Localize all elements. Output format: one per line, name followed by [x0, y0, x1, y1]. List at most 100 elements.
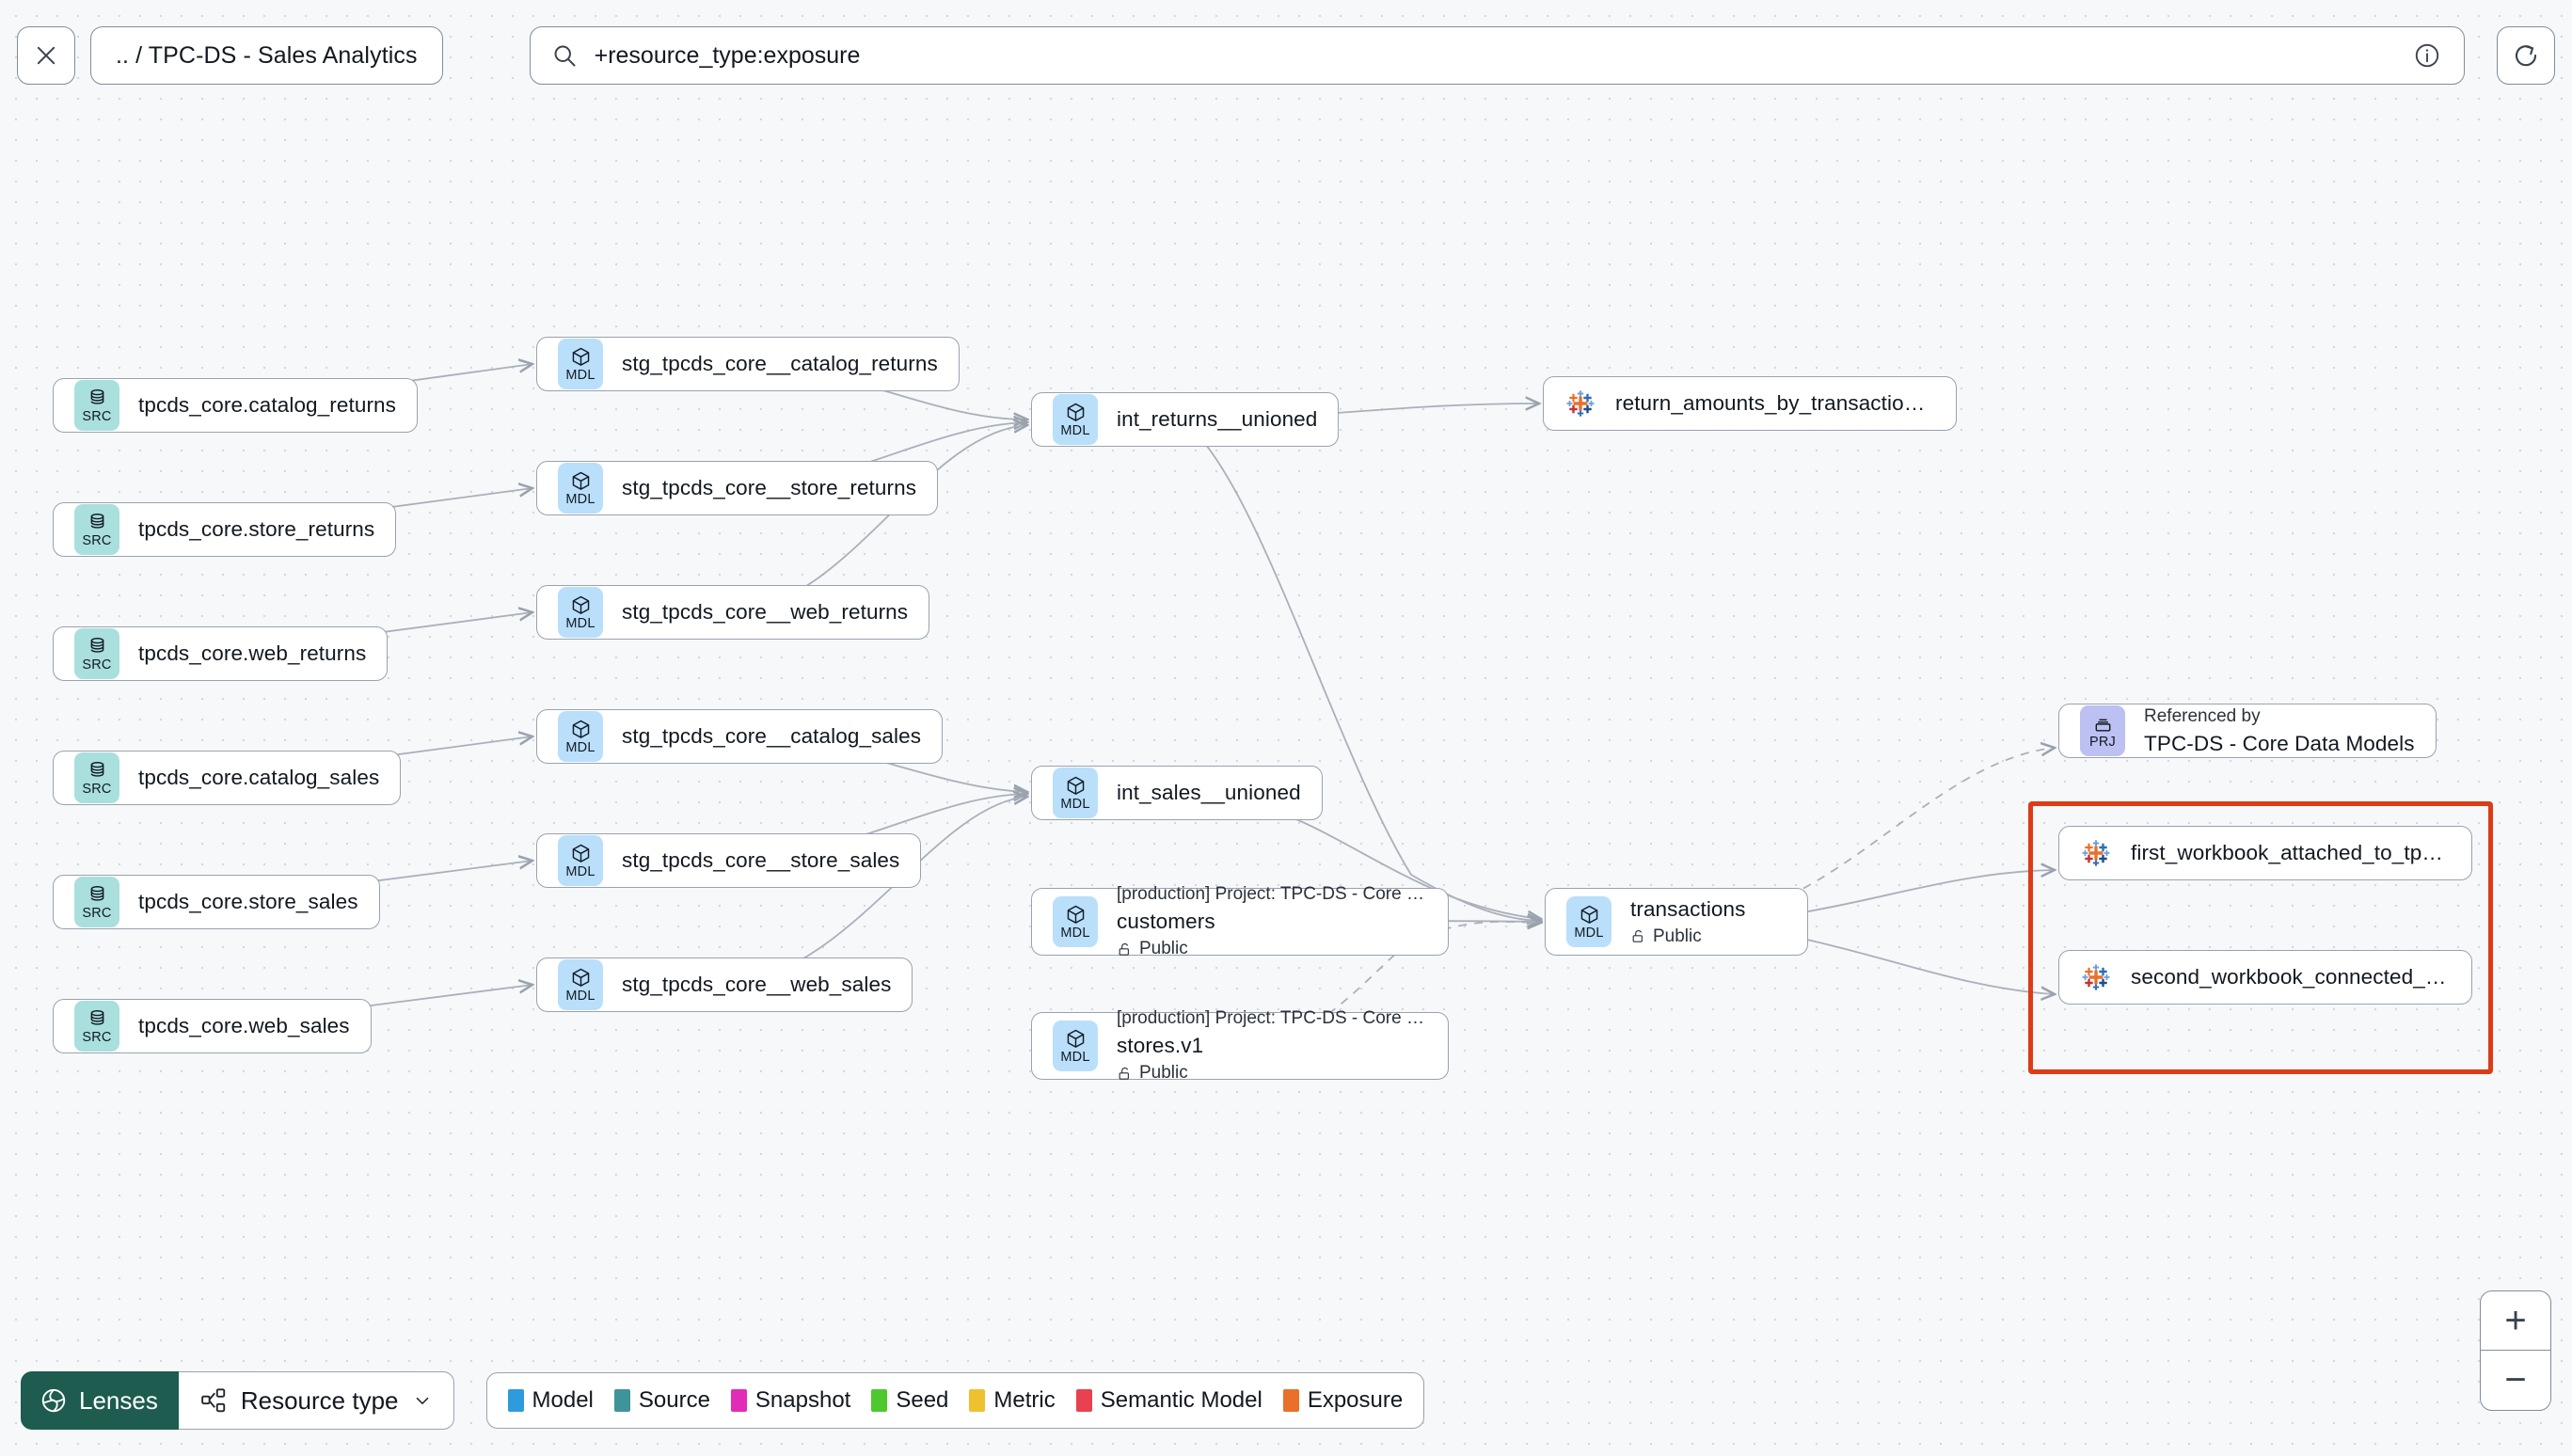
info-icon[interactable]: [2413, 41, 2441, 70]
database-icon: [90, 761, 103, 777]
node-title: stg_tpcds_core__store_sales: [622, 848, 900, 872]
node-badge-label: SRC: [82, 1029, 112, 1045]
node-title: second_workbook_connected_to_live…: [2131, 965, 2451, 989]
node-text-stack: transactions Public: [1630, 897, 1746, 947]
node-text-stack: Referenced by TPC-DS - Core Data Models: [2144, 706, 2415, 756]
zoom-in-button[interactable]: +: [2481, 1291, 2550, 1351]
node-title: stg_tpcds_core__store_returns: [622, 476, 917, 499]
node-badge-mdl: MDL: [558, 587, 603, 638]
node-text-stack: tpcds_core.catalog_sales: [138, 766, 379, 790]
legend-item[interactable]: Snapshot: [730, 1387, 850, 1414]
search-input[interactable]: [594, 41, 2396, 70]
node-badge-label: SRC: [82, 408, 112, 424]
graph-node-return_amounts[interactable]: return_amounts_by_transaction_type: [1543, 376, 1957, 431]
unlock-icon: [1119, 942, 1129, 956]
graph-node-stg_store_returns[interactable]: MDL stg_tpcds_core__store_returns: [536, 461, 939, 515]
legend-item[interactable]: Source: [613, 1387, 710, 1414]
graph-node-stg_web_returns[interactable]: MDL stg_tpcds_core__web_returns: [536, 585, 930, 640]
node-badge-label: MDL: [565, 615, 595, 631]
node-subtitle: Referenced by: [2144, 705, 2261, 726]
graph-node-src_web_sales[interactable]: SRC tpcds_core.web_sales: [53, 999, 372, 1053]
node-text-stack: tpcds_core.web_sales: [138, 1014, 350, 1038]
legend-label: Source: [638, 1387, 710, 1413]
legend-swatch: [613, 1389, 630, 1412]
node-text-stack: tpcds_core.store_returns: [138, 517, 374, 542]
cube-icon: [1067, 403, 1084, 421]
cube-icon: [1067, 776, 1084, 795]
legend-swatch: [507, 1389, 524, 1412]
node-title: TPC-DS - Core Data Models: [2144, 731, 2415, 755]
legend-label: Exposure: [1307, 1387, 1404, 1413]
node-title: stg_tpcds_core__web_returns: [622, 600, 909, 624]
graph-node-first_workbook[interactable]: first_workbook_attached_to_tpc-ds_-_…: [2058, 826, 2472, 880]
legend-label: Seed: [896, 1387, 949, 1413]
node-title: customers: [1117, 910, 1215, 933]
node-title: first_workbook_attached_to_tpc-ds_-_…: [2131, 841, 2451, 864]
node-badge-mdl: MDL: [558, 959, 603, 1010]
node-title: tpcds_core.catalog_sales: [138, 766, 380, 789]
node-title: stores.v1: [1117, 1034, 1204, 1057]
graph-node-int_returns_unioned[interactable]: MDL int_returns__unioned: [1031, 392, 1340, 447]
node-visibility-meta: Public: [1630, 926, 1746, 947]
graph-node-second_workbook[interactable]: second_workbook_connected_to_live…: [2058, 950, 2472, 1005]
graph-node-transactions[interactable]: MDL transactions Public: [1545, 888, 1808, 956]
legend-item[interactable]: Semantic Model: [1075, 1387, 1262, 1414]
lenses-button[interactable]: Lenses: [21, 1371, 179, 1430]
legend-item[interactable]: Model: [507, 1387, 594, 1414]
graph-node-src_store_returns[interactable]: SRC tpcds_core.store_returns: [53, 502, 397, 557]
cube-icon: [1067, 1029, 1084, 1048]
node-text-stack: int_returns__unioned: [1117, 407, 1317, 432]
node-text-stack: tpcds_core.store_sales: [138, 890, 358, 914]
node-badge-label: MDL: [565, 491, 595, 507]
legend-swatch: [1282, 1389, 1299, 1412]
legend-swatch: [871, 1389, 888, 1412]
resource-type-label: Resource type: [240, 1385, 399, 1415]
node-badge-mdl: MDL: [558, 463, 603, 514]
zoom-out-button[interactable]: −: [2504, 1359, 2527, 1401]
refresh-button[interactable]: [2497, 26, 2555, 85]
search-bar[interactable]: [529, 26, 2465, 85]
legend-item[interactable]: Metric: [969, 1387, 1056, 1414]
tableau-exposure-icon: [2082, 964, 2110, 990]
node-badge-label: MDL: [1574, 925, 1604, 941]
legend-swatch: [730, 1389, 747, 1412]
close-icon: [37, 46, 56, 65]
node-title: tpcds_core.store_sales: [138, 890, 358, 913]
node-visibility-label: Public: [1139, 939, 1188, 958]
project-icon: [2095, 719, 2110, 732]
lens-group: Lenses Resource type: [21, 1371, 454, 1430]
breadcrumb[interactable]: .. / TPC-DS - Sales Analytics: [90, 26, 443, 85]
node-badge-mdl: MDL: [1053, 394, 1098, 445]
node-text-stack: stg_tpcds_core__web_returns: [622, 600, 908, 625]
legend-item[interactable]: Exposure: [1282, 1387, 1404, 1414]
legend-label: Model: [532, 1387, 594, 1413]
node-badge-mdl: MDL: [1053, 896, 1098, 947]
node-text-stack: [production] Project: TPC-DS - Core Data…: [1117, 1008, 1427, 1084]
toolbar: .. / TPC-DS - Sales Analytics: [0, 0, 2572, 111]
tableau-exposure-icon: [2082, 840, 2110, 866]
legend-item[interactable]: Seed: [871, 1387, 948, 1414]
legend-label: Semantic Model: [1100, 1387, 1262, 1413]
node-badge-label: SRC: [82, 532, 112, 548]
node-title: tpcds_core.store_returns: [138, 517, 375, 541]
node-text-stack: second_workbook_connected_to_live…: [2131, 965, 2451, 989]
resource-type-dropdown[interactable]: Resource type: [178, 1371, 454, 1430]
graph-node-stores_v1[interactable]: MDL[production] Project: TPC-DS - Core D…: [1031, 1008, 1449, 1083]
chevron-down-icon: [416, 1397, 428, 1405]
nodes-icon: [201, 1388, 226, 1413]
close-button[interactable]: [17, 26, 75, 85]
graph-node-customers[interactable]: MDL[production] Project: TPC-DS - Core D…: [1031, 884, 1449, 958]
unlock-icon: [1632, 930, 1643, 942]
